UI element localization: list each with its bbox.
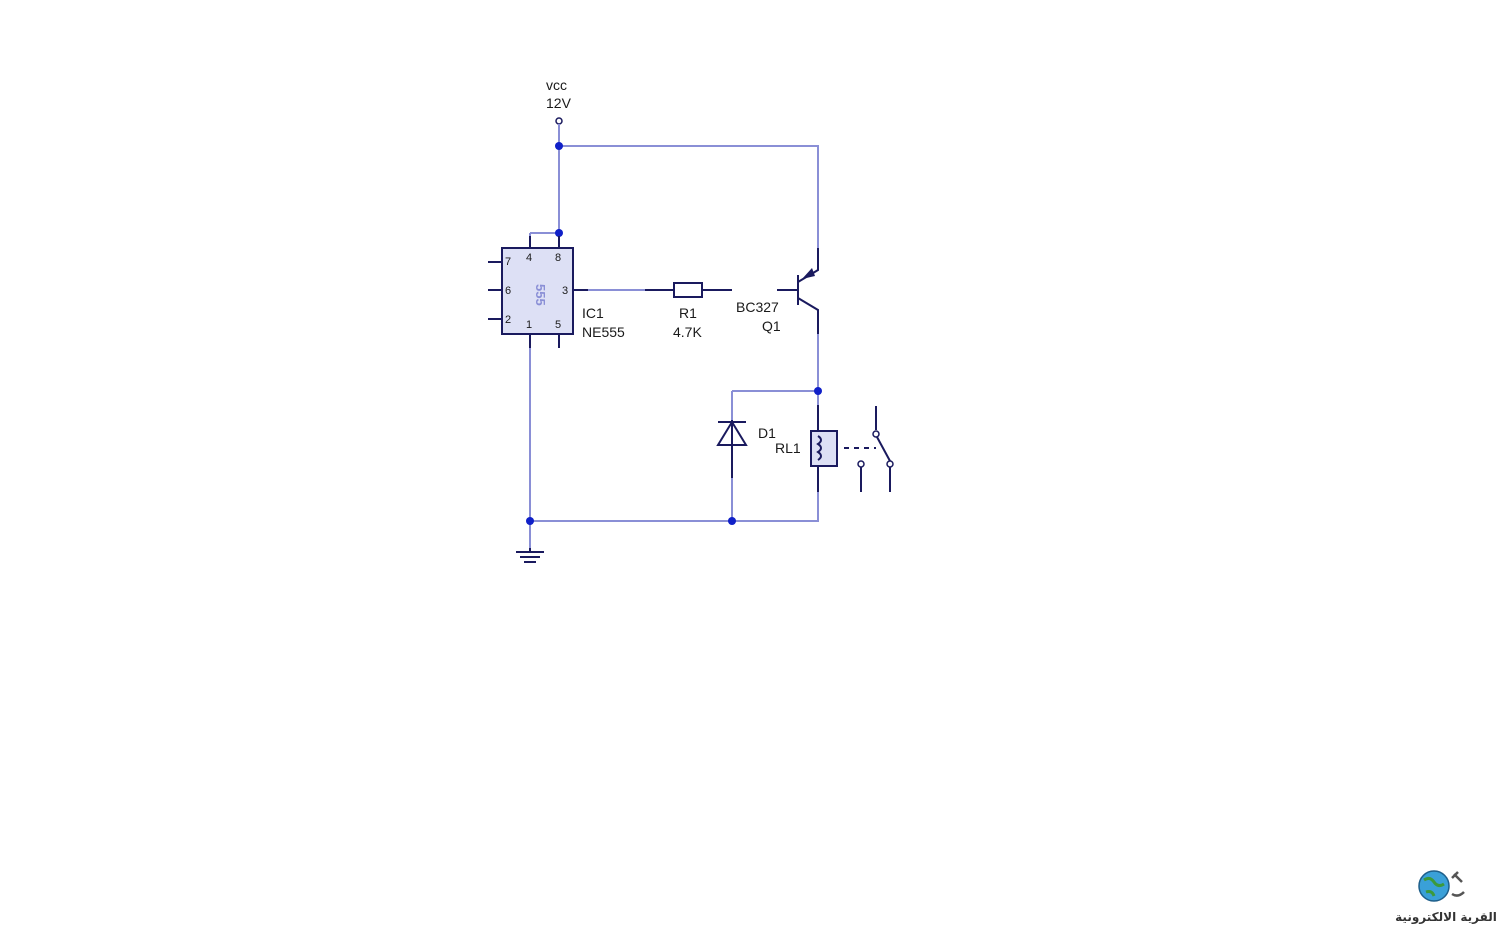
resistor-value-label: 4.7K — [673, 324, 702, 340]
wires — [529, 124, 819, 548]
pin-4-label: 4 — [526, 252, 532, 264]
pin-1-label: 1 — [526, 319, 532, 331]
diode-d1: D1 — [716, 420, 776, 478]
pin-6-label: 6 — [505, 285, 511, 297]
ic-ref-label: IC1 — [582, 305, 604, 321]
transistor-q1: BC327 Q1 — [736, 248, 819, 334]
relay-ref-label: RL1 — [775, 440, 801, 456]
ground-symbol — [516, 548, 544, 563]
ic-body-label: 555 — [533, 284, 548, 306]
site-logo: القرية الالكترونية — [1390, 868, 1502, 932]
pin-2-label: 2 — [505, 314, 511, 326]
pin-5-label: 5 — [555, 319, 561, 331]
pin-8-label: 8 — [555, 252, 561, 264]
vcc-terminal: vcc 12V — [546, 77, 572, 125]
transistor-ref-label: Q1 — [762, 318, 781, 334]
diode-ref-label: D1 — [758, 425, 776, 441]
ic-part-label: NE555 — [582, 324, 625, 340]
ic-555: 4 8 7 6 2 3 1 5 555 IC1 NE555 — [488, 236, 625, 348]
transistor-part-label: BC327 — [736, 299, 779, 315]
resistor-ref-label: R1 — [679, 305, 697, 321]
pin-7-label: 7 — [505, 256, 511, 268]
resistor-r1: R1 4.7K — [645, 282, 732, 340]
junctions — [526, 142, 822, 525]
logo-text: القرية الالكترونية — [1395, 910, 1497, 924]
globe-tools-icon — [1418, 870, 1465, 902]
vcc-name-label: vcc — [546, 77, 567, 93]
pin-3-label: 3 — [562, 285, 568, 297]
vcc-value-label: 12V — [546, 95, 572, 111]
relay-rl1: RL1 — [775, 405, 894, 492]
